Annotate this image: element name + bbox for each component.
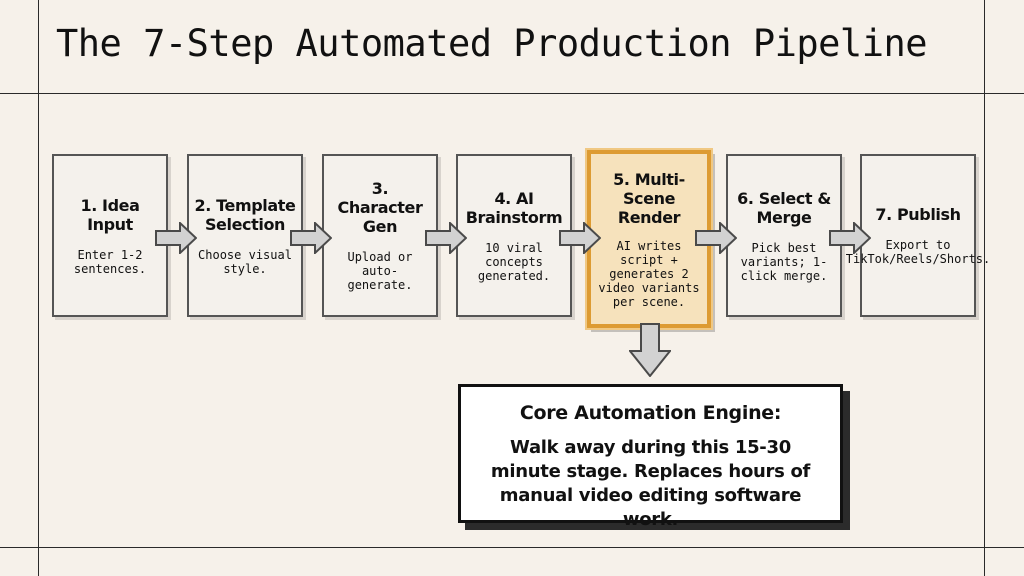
step-desc: Export to TikTok/Reels/Shorts. [845,238,991,266]
step-title: 4. AI Brainstorm [465,188,563,227]
engine-body: Walk away during this 15-30 minute stage… [490,437,811,530]
step-desc: Choose visual style. [198,247,292,276]
step-desc: Pick best variants; 1-click merge. [740,240,828,283]
core-automation-engine-callout: Core Automation Engine: Walk away during… [458,384,843,530]
step-desc: Enter 1-2 sentences. [73,247,147,276]
step-ai-brainstorm: 4. AI Brainstorm 10 viral concepts gener… [456,154,572,317]
grid-line-right [984,0,985,576]
right-arrow-icon [290,222,332,254]
right-arrow-icon [559,222,601,254]
step-multi-scene-render: 5. Multi-Scene Render AI writes script +… [585,148,713,330]
right-arrow-icon [829,222,871,254]
grid-line-top [0,93,1024,94]
step-character-gen: 3. Character Gen Upload or auto-generate… [322,154,438,317]
engine-title: Core Automation Engine: [519,402,782,424]
step-title: 7. Publish [875,205,961,224]
step-template-selection: 2. Template Selection Choose visual styl… [187,154,303,317]
step-desc: 10 viral concepts generated. [477,240,551,283]
grid-line-left [38,0,39,576]
step-desc: Upload or auto-generate. [347,250,413,292]
right-arrow-icon [155,222,197,254]
right-arrow-icon [695,222,737,254]
step-publish: 7. Publish Export to TikTok/Reels/Shorts… [846,154,990,317]
down-arrow-icon [629,323,671,377]
step-title: 1. Idea Input [80,195,140,234]
step-idea-input: 1. Idea Input Enter 1-2 sentences. [52,154,168,317]
step-title: 5. Multi-Scene Render [613,169,685,227]
right-arrow-icon [425,222,467,254]
page-title: The 7-Step Automated Production Pipeline [56,22,928,65]
step-desc: AI writes script + generates 2 video var… [598,238,700,309]
step-title: 2. Template Selection [194,195,296,234]
step-title: 3. Character Gen [337,179,423,236]
step-select-merge: 6. Select & Merge Pick best variants; 1-… [726,154,842,317]
step-title: 6. Select & Merge [737,188,831,227]
grid-line-bottom [0,547,1024,548]
